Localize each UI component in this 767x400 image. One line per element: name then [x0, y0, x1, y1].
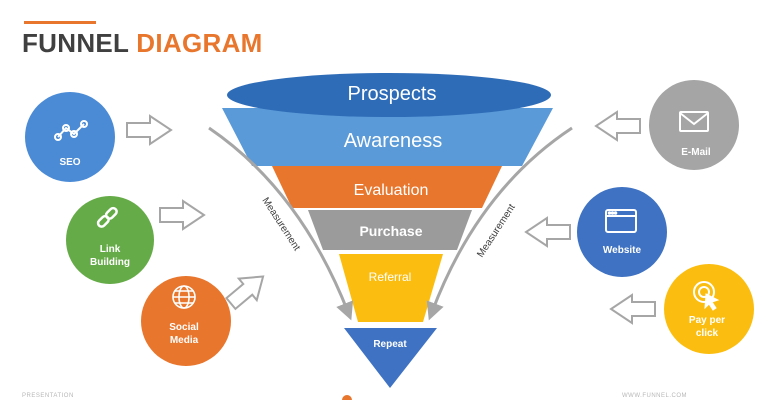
bottom-accent-dot [342, 395, 352, 400]
social-media-label-line2: Media [170, 335, 199, 346]
title-part-diagram: DIAGRAM [136, 28, 263, 58]
source-seo: SEO [25, 92, 115, 182]
measurement-arrow-left [208, 126, 354, 321]
chain-link-icon [96, 206, 118, 228]
page-title: FUNNEL DIAGRAM [22, 28, 263, 59]
globe-icon [172, 285, 196, 309]
link-building-label-line2: Building [90, 257, 130, 268]
source-pay-per-click: Pay per click [664, 264, 754, 354]
footer-left-text: PRESENTATION [22, 393, 74, 399]
email-label: E-Mail [681, 147, 711, 158]
link-nodes-icon [54, 120, 88, 141]
social-media-label-line1: Social [169, 322, 199, 333]
awareness-label: Awareness [344, 130, 443, 152]
evaluation-label: Evaluation [354, 182, 429, 199]
arrow-seo-to-funnel [126, 114, 173, 146]
arrow-paypc-to-funnel [609, 293, 656, 325]
seo-label: SEO [59, 157, 80, 168]
purchase-label: Purchase [359, 223, 422, 239]
funnel-level-prospects: Prospects [227, 73, 551, 117]
repeat-label: Repeat [373, 339, 407, 350]
funnel-level-awareness: Awareness [222, 108, 553, 166]
link-building-label-line1: Link [100, 244, 121, 255]
title-part-funnel: FUNNEL [22, 28, 129, 58]
title-accent-rule [24, 21, 96, 24]
envelope-icon [679, 111, 709, 132]
prospects-label: Prospects [348, 83, 437, 105]
arrow-email-to-funnel [594, 110, 641, 142]
browser-window-icon [605, 209, 637, 233]
pay-per-click-label-line1: Pay per [689, 315, 725, 326]
funnel-level-referral: Referral [339, 254, 443, 322]
pay-per-click-label-line2: click [696, 328, 719, 339]
arrow-website-to-funnel [524, 216, 571, 248]
measurement-arrow-right [426, 126, 573, 321]
source-link-building: Link Building [66, 196, 154, 284]
funnel-level-purchase: Purchase [308, 210, 472, 250]
measurement-label-right: Measurement [475, 202, 518, 259]
cursor-click-icon [693, 281, 720, 311]
arrow-socialmedia-to-funnel [225, 275, 265, 311]
referral-label: Referral [369, 270, 412, 284]
footer-right-text: WWW.FUNNEL.COM [622, 393, 687, 399]
funnel-level-evaluation: Evaluation [272, 166, 502, 208]
source-email: E-Mail [649, 80, 739, 170]
source-website: Website [577, 187, 667, 277]
website-label: Website [603, 245, 642, 256]
arrow-linkbuilding-to-funnel [159, 199, 206, 231]
source-social-media: Social Media [141, 276, 231, 366]
funnel-level-repeat: Repeat [344, 328, 437, 388]
